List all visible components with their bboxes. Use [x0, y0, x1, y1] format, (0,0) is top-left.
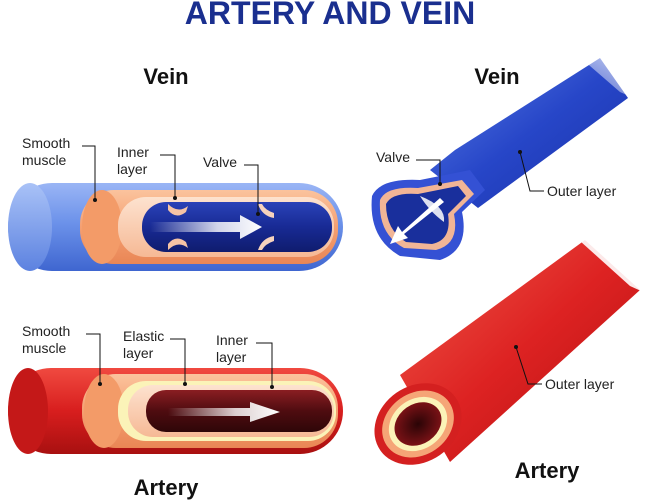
artery-cutaway-illustration — [8, 368, 343, 454]
vein-right-valve-marker — [438, 182, 442, 186]
vein-inner-layer-marker — [173, 196, 177, 200]
vein-valve-label: Valve — [203, 154, 237, 170]
vein-valve-leaflet — [258, 204, 274, 218]
vein-smooth-muscle-marker — [93, 198, 97, 202]
vein-smooth-muscle-label-line2: muscle — [22, 152, 67, 168]
vein-valve-leaflet — [258, 236, 274, 250]
artery-smooth-muscle-label-line1: Smooth — [22, 323, 70, 339]
vein-flow-arrow — [150, 215, 262, 239]
vein-cutaway-illustration — [8, 183, 343, 271]
artery-tube-fade — [570, 232, 661, 300]
vein-tube-fade — [560, 40, 661, 110]
vein-outer-layer-leader — [519, 151, 544, 192]
page-title: ARTERY AND VEIN — [185, 0, 475, 31]
vein-heading-right: Vein — [474, 64, 519, 89]
vein-muscle-edge — [82, 190, 122, 264]
vein-valve-leaflet — [168, 204, 188, 216]
artery-outer-layer-leader — [515, 346, 542, 385]
artery-muscle-edge — [84, 374, 124, 448]
artery-flow-arrow — [168, 402, 280, 422]
artery-heading-left: Artery — [134, 475, 200, 500]
vein-inner-layer-label-line1: Inner — [117, 144, 149, 160]
vein-3d-illustration — [371, 40, 661, 260]
vein-right-valve-leader — [416, 159, 441, 184]
artery-smooth-muscle-leader — [86, 333, 101, 384]
artery-elastic-layer-label-line1: Elastic — [123, 328, 164, 344]
vein-valve-marker — [256, 212, 260, 216]
artery-3d-illustration — [374, 232, 661, 465]
vein-inner-layer-label-line2: layer — [117, 161, 148, 177]
artery-inner-layer-label-line1: Inner — [216, 332, 248, 348]
vein-right-valve-label: Valve — [376, 149, 410, 165]
artery-outer-layer-marker — [514, 345, 518, 349]
vein-inner-layer-leader — [160, 154, 176, 198]
vein-end-cap — [8, 183, 52, 271]
vein-smooth-muscle-label-line1: Smooth — [22, 135, 70, 151]
artery-smooth-muscle-marker — [98, 382, 102, 386]
artery-inner-layer-leader — [256, 342, 273, 387]
artery-elastic-layer-leader — [170, 338, 186, 384]
artery-inner-layer-marker — [270, 385, 274, 389]
artery-elastic-layer-marker — [183, 382, 187, 386]
artery-heading-right: Artery — [515, 458, 581, 483]
artery-outer-layer-label: Outer layer — [545, 376, 615, 392]
artery-end-cap — [8, 368, 48, 454]
vein-tube-body — [430, 58, 628, 208]
artery-inner-layer-label-line2: layer — [216, 349, 247, 365]
vein-heading-left: Vein — [143, 64, 188, 89]
vein-3d-flow-arrow — [390, 198, 444, 244]
artery-elastic-layer-label-line2: layer — [123, 345, 154, 361]
vein-valve-leader — [244, 164, 259, 214]
artery-smooth-muscle-label-line2: muscle — [22, 340, 67, 356]
vein-smooth-muscle-leader — [82, 145, 96, 200]
vein-valve-leaflet — [168, 238, 188, 250]
vein-outer-layer-marker — [518, 150, 522, 154]
vein-outer-layer-label: Outer layer — [547, 183, 617, 199]
artery-end-lumen — [394, 402, 442, 446]
